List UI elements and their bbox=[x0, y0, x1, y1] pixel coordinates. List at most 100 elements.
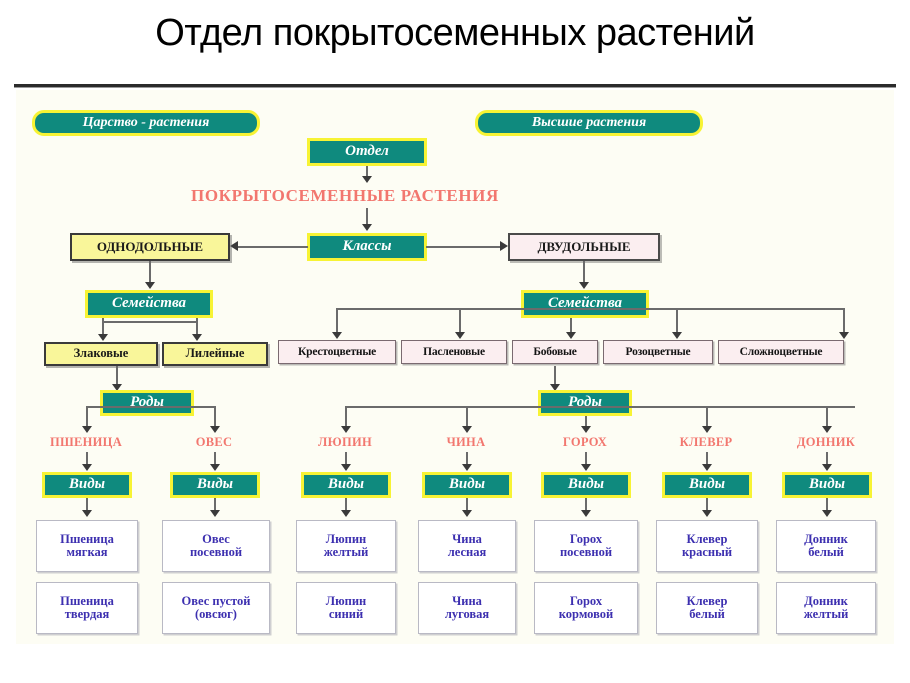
family-lilejnye: Лилейные bbox=[162, 342, 268, 366]
rank-species-5: Виды bbox=[541, 472, 631, 498]
species-line-2: твердая bbox=[64, 607, 110, 621]
species-line-1: Горох bbox=[569, 593, 603, 608]
branch-monocot-families bbox=[102, 321, 198, 323]
branch-dicot-fam4 bbox=[676, 308, 678, 334]
page-title: Отдел покрытосеменных растений bbox=[155, 12, 755, 54]
species-box-klever-2: Клевер белый bbox=[656, 582, 758, 634]
connector-classes-to-monocot bbox=[238, 246, 308, 248]
rank-genera-dicot: Роды bbox=[538, 390, 632, 416]
species-box-china-1: Чина лесная bbox=[418, 520, 516, 572]
branch-dicot-fam2 bbox=[459, 308, 461, 334]
species-box-pshenica-2: Пшеница твердая bbox=[36, 582, 138, 634]
taxonomy-diagram: Царство - растения Высшие растения Отдел… bbox=[16, 90, 894, 644]
species-line-1: Донник bbox=[804, 593, 848, 608]
genus-lyupin: ЛЮПИН bbox=[317, 435, 373, 450]
connector-genus7-vidy bbox=[826, 452, 828, 466]
branch-monocot-genera bbox=[86, 406, 216, 408]
branch-genus-china bbox=[466, 406, 468, 428]
species-box-oves-2: Овес пустой (овсюг) bbox=[162, 582, 270, 634]
connector-genus4-vidy bbox=[466, 452, 468, 466]
division-name-label: ПОКРЫТОСЕМЕННЫЕ РАСТЕНИЯ bbox=[191, 186, 499, 205]
family-krestocvetnye: Крестоцветные bbox=[278, 340, 396, 364]
connector-genus6-vidy bbox=[706, 452, 708, 466]
species-line-1: Клевер bbox=[686, 593, 728, 608]
rank-species-4: Виды bbox=[422, 472, 512, 498]
rank-species-3: Виды bbox=[301, 472, 391, 498]
connector-vidy6-species bbox=[706, 498, 708, 512]
arrowhead-genera-right bbox=[550, 384, 560, 391]
connector-vidy2-species bbox=[214, 498, 216, 512]
kingdom-pill: Царство - растения bbox=[32, 110, 260, 136]
species-line-1: Овес bbox=[202, 531, 230, 546]
branch-genus-klever bbox=[706, 406, 708, 428]
arrowhead-fam-bobovye bbox=[566, 332, 576, 339]
species-line-1: Горох bbox=[569, 531, 603, 546]
branch-genus-pshenica bbox=[86, 406, 88, 428]
species-box-goroh-2: Горох кормовой bbox=[534, 582, 638, 634]
rank-species-1: Виды bbox=[42, 472, 132, 498]
arrowhead-fam-rozocvetnye bbox=[672, 332, 682, 339]
arrowhead-vidy-3 bbox=[341, 464, 351, 471]
arrowhead-monocot-families bbox=[145, 282, 155, 289]
connector-vidy7-species bbox=[826, 498, 828, 512]
family-slozhnocvetnye: Сложноцветные bbox=[718, 340, 844, 364]
arrowhead-species-3 bbox=[341, 510, 351, 517]
branch-genus-lyupin bbox=[345, 406, 347, 428]
family-rozocvetnye: Розоцветные bbox=[603, 340, 713, 364]
connector-classes-to-dicot bbox=[426, 246, 501, 248]
species-box-oves-1: Овес посевной bbox=[162, 520, 270, 572]
genus-donnik: ДОННИК bbox=[796, 435, 856, 450]
arrowhead-species-1 bbox=[82, 510, 92, 517]
species-line-2: синий bbox=[328, 607, 364, 621]
species-box-donnik-1: Донник белый bbox=[776, 520, 876, 572]
branch-dicot-fam1 bbox=[336, 308, 338, 334]
connector-vidy1-species bbox=[86, 498, 88, 512]
connector-genus5-vidy bbox=[585, 452, 587, 466]
connector-name-to-classes bbox=[366, 208, 368, 226]
arrowhead-genus-china bbox=[462, 426, 472, 433]
title-divider bbox=[14, 84, 896, 88]
arrowhead-fam-lilejnye bbox=[192, 334, 202, 341]
arrowhead-classes-down bbox=[362, 224, 372, 231]
species-line-2: желтый bbox=[323, 545, 369, 559]
family-bobovye: Бобовые bbox=[512, 340, 598, 364]
arrowhead-vidy-6 bbox=[702, 464, 712, 471]
species-box-goroh-1: Горох посевной bbox=[534, 520, 638, 572]
rank-families-dicot: Семейства bbox=[521, 290, 649, 318]
species-line-2: красный bbox=[681, 545, 733, 559]
species-line-1: Пшеница bbox=[60, 593, 114, 608]
genus-pshenica: ПШЕНИЦА bbox=[49, 435, 123, 450]
family-paslenovye: Пасленовые bbox=[401, 340, 507, 364]
arrowhead-fam-krestocvetnye bbox=[332, 332, 342, 339]
branch-dicot-fam5 bbox=[843, 308, 845, 334]
branch-dicot-families bbox=[336, 308, 843, 310]
connector-vidy5-species bbox=[585, 498, 587, 512]
rank-species-6: Виды bbox=[662, 472, 752, 498]
arrowhead-fam-slozhnocvetnye bbox=[839, 332, 849, 339]
arrowhead-species-7 bbox=[822, 510, 832, 517]
branch-genus-donnik bbox=[826, 406, 828, 428]
connector-monocot-to-families bbox=[149, 261, 151, 284]
connector-vidy3-species bbox=[345, 498, 347, 512]
species-line-1: Пшеница bbox=[60, 531, 114, 546]
arrowhead-genus-goroh bbox=[581, 426, 591, 433]
species-line-1: Чина bbox=[452, 531, 482, 546]
connector-genus1-vidy bbox=[86, 452, 88, 466]
species-line-2: кормовой bbox=[558, 607, 614, 621]
species-line-2: желтый bbox=[803, 607, 849, 621]
species-line-1: Клевер bbox=[686, 531, 728, 546]
species-line-1: Люпин bbox=[325, 593, 367, 608]
arrowhead-species-4 bbox=[462, 510, 472, 517]
branch-genus-goroh bbox=[585, 416, 587, 428]
arrowhead-fam-paslenovye bbox=[455, 332, 465, 339]
species-line-2: белый bbox=[808, 545, 844, 559]
rank-genera-monocot: Роды bbox=[100, 390, 194, 416]
arrowhead-genus-lyupin bbox=[341, 426, 351, 433]
arrowhead-genus-pshenica bbox=[82, 426, 92, 433]
arrowhead-species-5 bbox=[581, 510, 591, 517]
species-line-2: посевной bbox=[189, 545, 243, 559]
arrowhead-monocot-left bbox=[230, 241, 238, 251]
species-line-2: лесная bbox=[447, 545, 487, 559]
connector-bobovye-to-genera bbox=[554, 366, 556, 386]
genus-klever: КЛЕВЕР bbox=[679, 435, 733, 450]
